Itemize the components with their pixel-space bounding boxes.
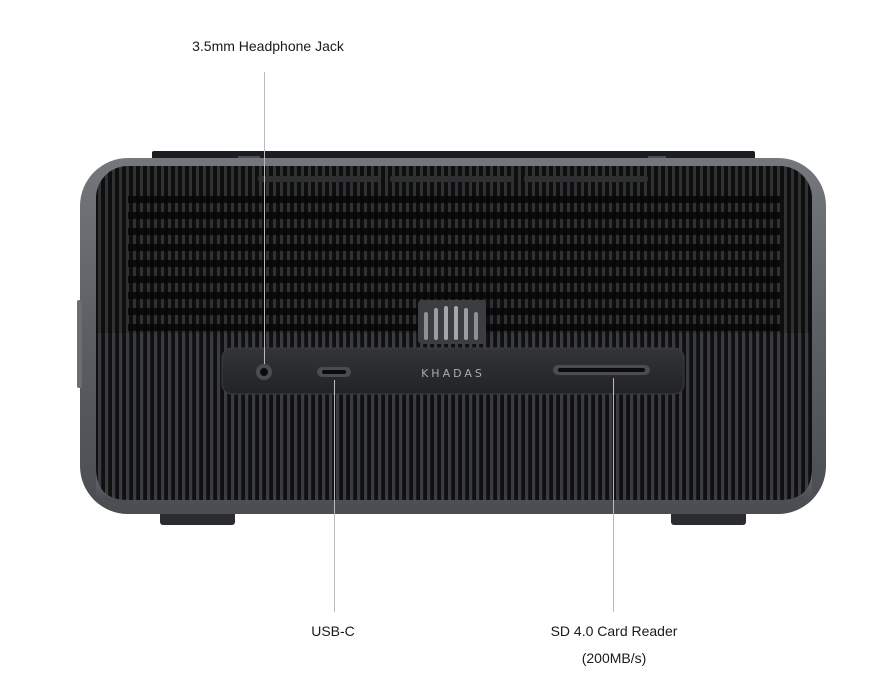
sd-reader-leader	[613, 378, 614, 612]
port-panel	[221, 347, 685, 395]
headphone-jack-leader	[264, 72, 265, 364]
sd-reader-speed-label: (200MB/s)	[581, 650, 647, 666]
brand-logo: KHADAS	[421, 367, 485, 380]
usb-c-leader	[334, 380, 335, 612]
headphone-jack-label: 3.5mm Headphone Jack	[192, 38, 344, 54]
usb-c-label: USB-C	[311, 623, 355, 639]
sd-reader-label: SD 4.0 Card Reader	[550, 623, 678, 639]
